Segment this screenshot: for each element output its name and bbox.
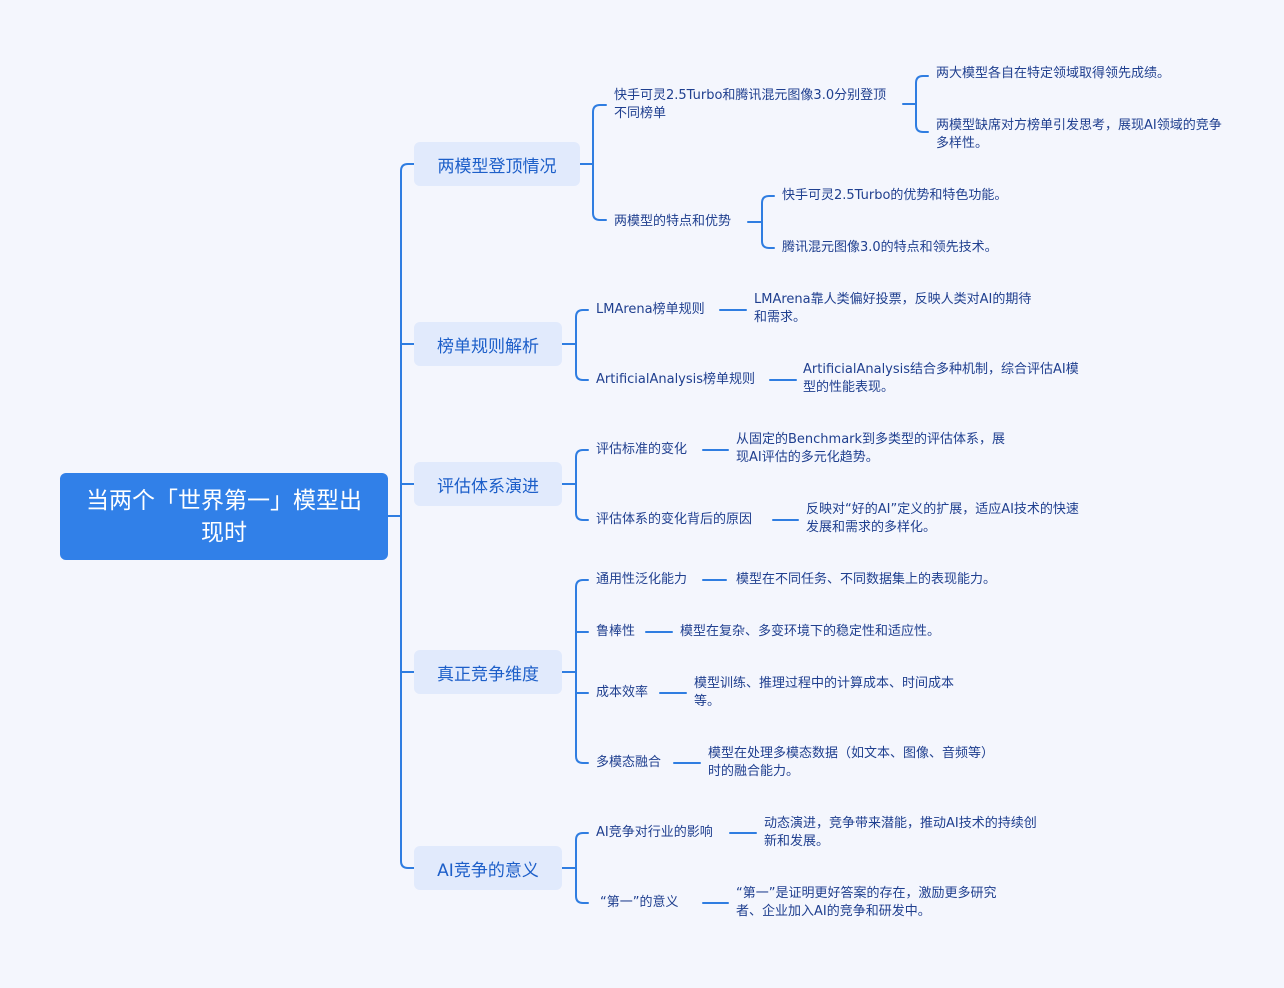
leaf-topic[interactable]: 模型在不同任务、不同数据集上的表现能力。: [736, 572, 997, 587]
branch-topic[interactable]: 两模型登顶情况: [414, 142, 580, 186]
subtopic[interactable]: 两模型的特点和优势: [614, 214, 732, 229]
subtopic[interactable]: AI竞争对行业的影响: [596, 825, 713, 840]
subtopic[interactable]: 多模态融合: [596, 755, 662, 770]
subtopic[interactable]: LMArena榜单规则: [596, 302, 705, 317]
leaf-topic[interactable]: 模型训练、推理过程中的计算成本、时间成本等。: [694, 676, 955, 709]
subtopic[interactable]: 评估标准的变化: [596, 442, 688, 457]
subtopic[interactable]: 鲁棒性: [596, 624, 636, 639]
branch-topic[interactable]: 评估体系演进: [414, 462, 562, 506]
subtopic[interactable]: 评估体系的变化背后的原因: [596, 512, 753, 527]
leaf-topic[interactable]: 两大模型各自在特定领域取得领先成绩。: [936, 66, 1171, 81]
branch-topic[interactable]: 真正竞争维度: [414, 650, 562, 694]
subtopic[interactable]: “第一”的意义: [600, 895, 679, 910]
leaf-topic[interactable]: 反映对“好的AI”定义的扩展，适应AI技术的快速发展和需求的多样化。: [806, 502, 1079, 535]
root-topic[interactable]: 当两个「世界第一」模型出现时: [60, 473, 388, 560]
subtopic[interactable]: ArtificialAnalysis榜单规则: [596, 372, 756, 387]
leaf-topic[interactable]: 从固定的Benchmark到多类型的评估体系，展现AI评估的多元化趋势。: [736, 432, 1006, 465]
leaf-topic[interactable]: 模型在处理多模态数据（如文本、图像、音频等）时的融合能力。: [708, 746, 995, 779]
subtopic[interactable]: 通用性泛化能力: [596, 572, 688, 587]
leaf-topic[interactable]: 腾讯混元图像3.0的特点和领先技术。: [782, 240, 998, 255]
root-title: 当两个「世界第一」模型出现时: [86, 487, 362, 546]
branch-topic[interactable]: AI竞争的意义: [414, 846, 562, 890]
leaf-topic[interactable]: 两模型缺席对方榜单引发思考，展现AI领域的竞争多样性。: [936, 118, 1222, 151]
subtopic[interactable]: 成本效率: [596, 685, 649, 700]
leaf-topic[interactable]: 快手可灵2.5Turbo的优势和特色功能。: [782, 188, 1008, 203]
subtopic[interactable]: 快手可灵2.5Turbo和腾讯混元图像3.0分别登顶不同榜单: [614, 88, 887, 121]
leaf-topic[interactable]: “第一”是证明更好答案的存在，激励更多研究者、企业加入AI的竞争和研发中。: [736, 886, 997, 919]
leaf-topic[interactable]: 动态演进，竞争带来潜能，推动AI技术的持续创新和发展。: [764, 816, 1037, 849]
leaf-topic[interactable]: ArtificialAnalysis结合多种机制，综合评估AI模型的性能表现。: [803, 362, 1079, 395]
leaf-topic[interactable]: 模型在复杂、多变环境下的稳定性和适应性。: [680, 624, 941, 639]
branch-topic[interactable]: 榜单规则解析: [414, 322, 562, 366]
leaf-topic[interactable]: LMArena靠人类偏好投票，反映人类对AI的期待和需求。: [754, 292, 1032, 325]
